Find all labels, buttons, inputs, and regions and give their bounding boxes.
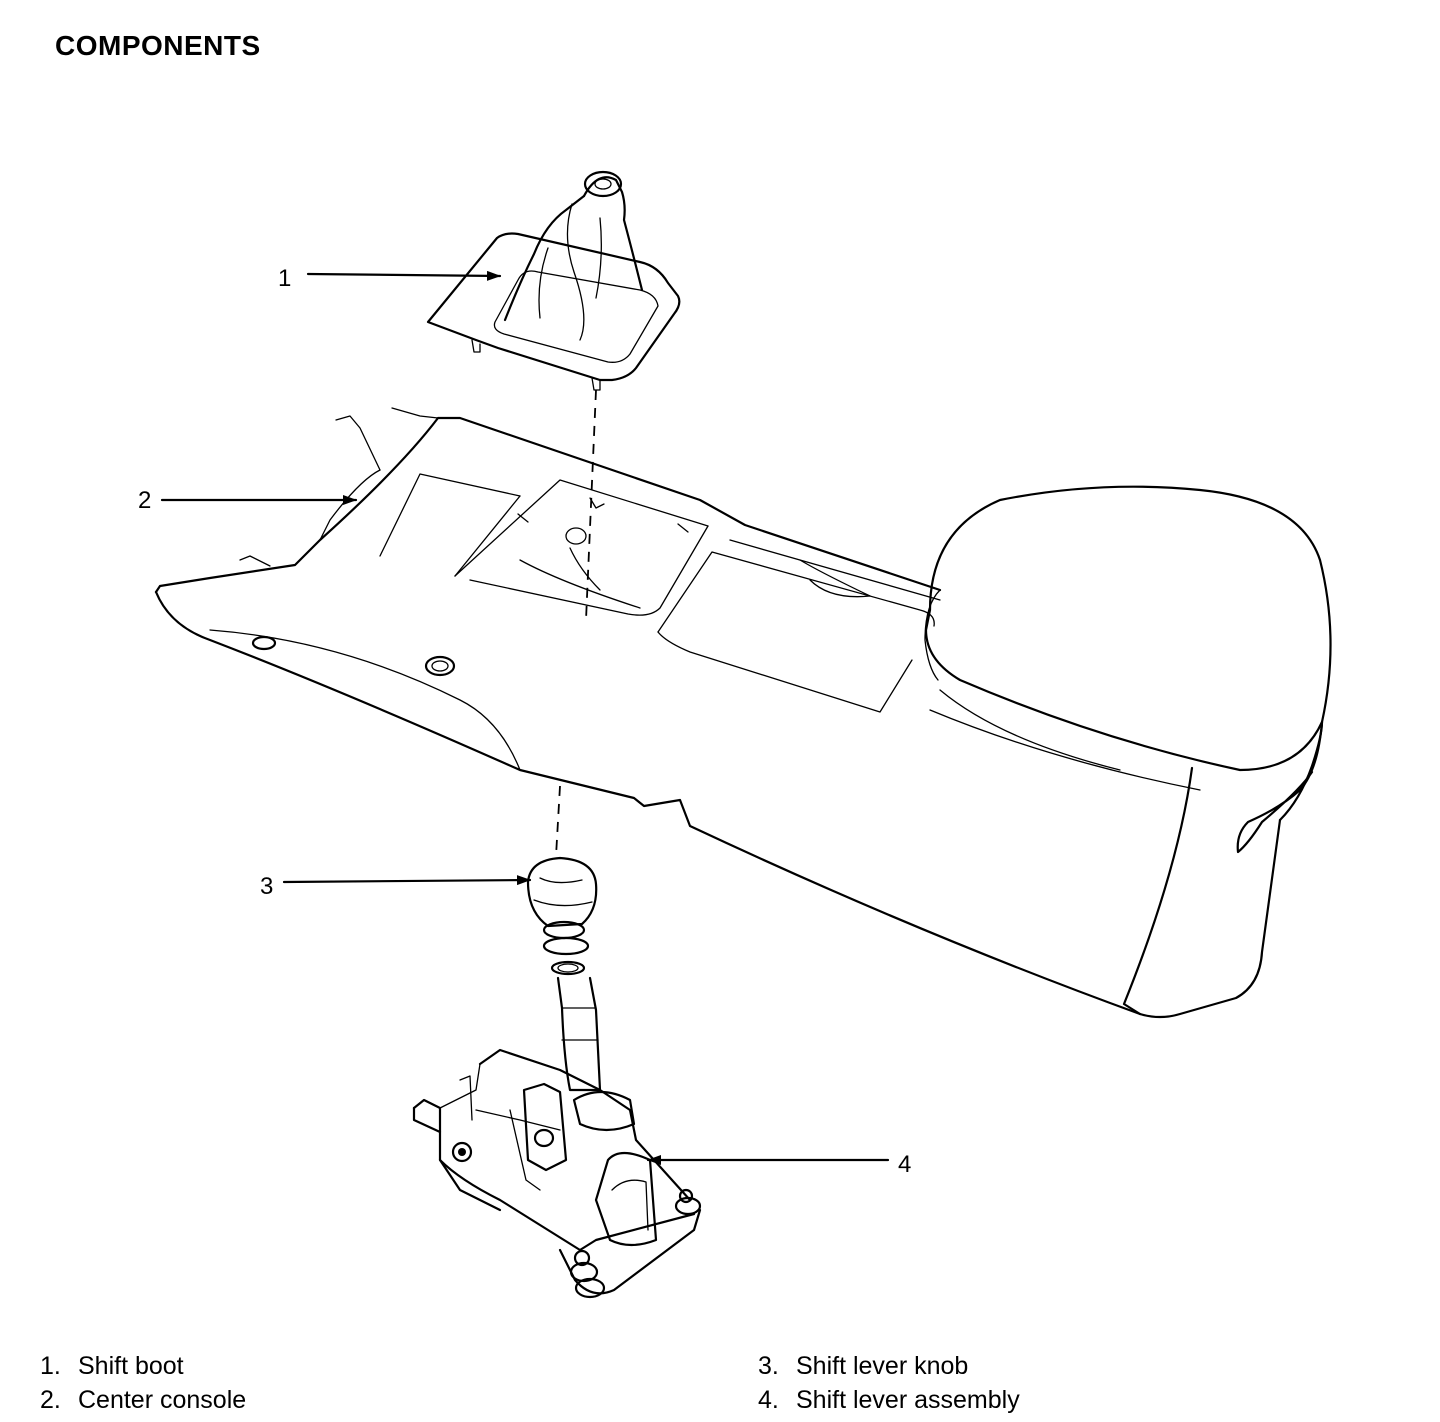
shift-boot: [426, 170, 681, 391]
legend-item-1: 1.Shift boot: [40, 1352, 184, 1380]
legend-item-2: 2.Center console: [40, 1386, 247, 1414]
legend-item-3: 3.Shift lever knob: [758, 1352, 969, 1380]
center-console: [154, 407, 1332, 1019]
callout-2: 2: [138, 487, 358, 514]
page-title: COMPONENTS: [55, 30, 261, 61]
callout-4: 4: [646, 1151, 911, 1178]
callout-number-1: 1: [278, 265, 291, 292]
alignment-line-lower: [555, 785, 561, 857]
legend-item-4: 4.Shift lever assembly: [758, 1386, 1020, 1414]
legend-label-2: Center console: [78, 1386, 247, 1414]
callout-number-2: 2: [138, 487, 151, 514]
legend-label-3: Shift lever knob: [796, 1352, 969, 1380]
callout-1: 1: [278, 265, 502, 292]
legend-label-4: Shift lever assembly: [796, 1386, 1020, 1414]
callout-number-3: 3: [260, 873, 273, 900]
shift-lever-knob: [526, 856, 598, 976]
alignment-line-upper: [585, 389, 597, 621]
legend-label-1: Shift boot: [78, 1352, 184, 1380]
callout-number-4: 4: [898, 1151, 911, 1178]
shift-lever-assembly: [412, 976, 702, 1299]
callout-3: 3: [260, 873, 532, 900]
